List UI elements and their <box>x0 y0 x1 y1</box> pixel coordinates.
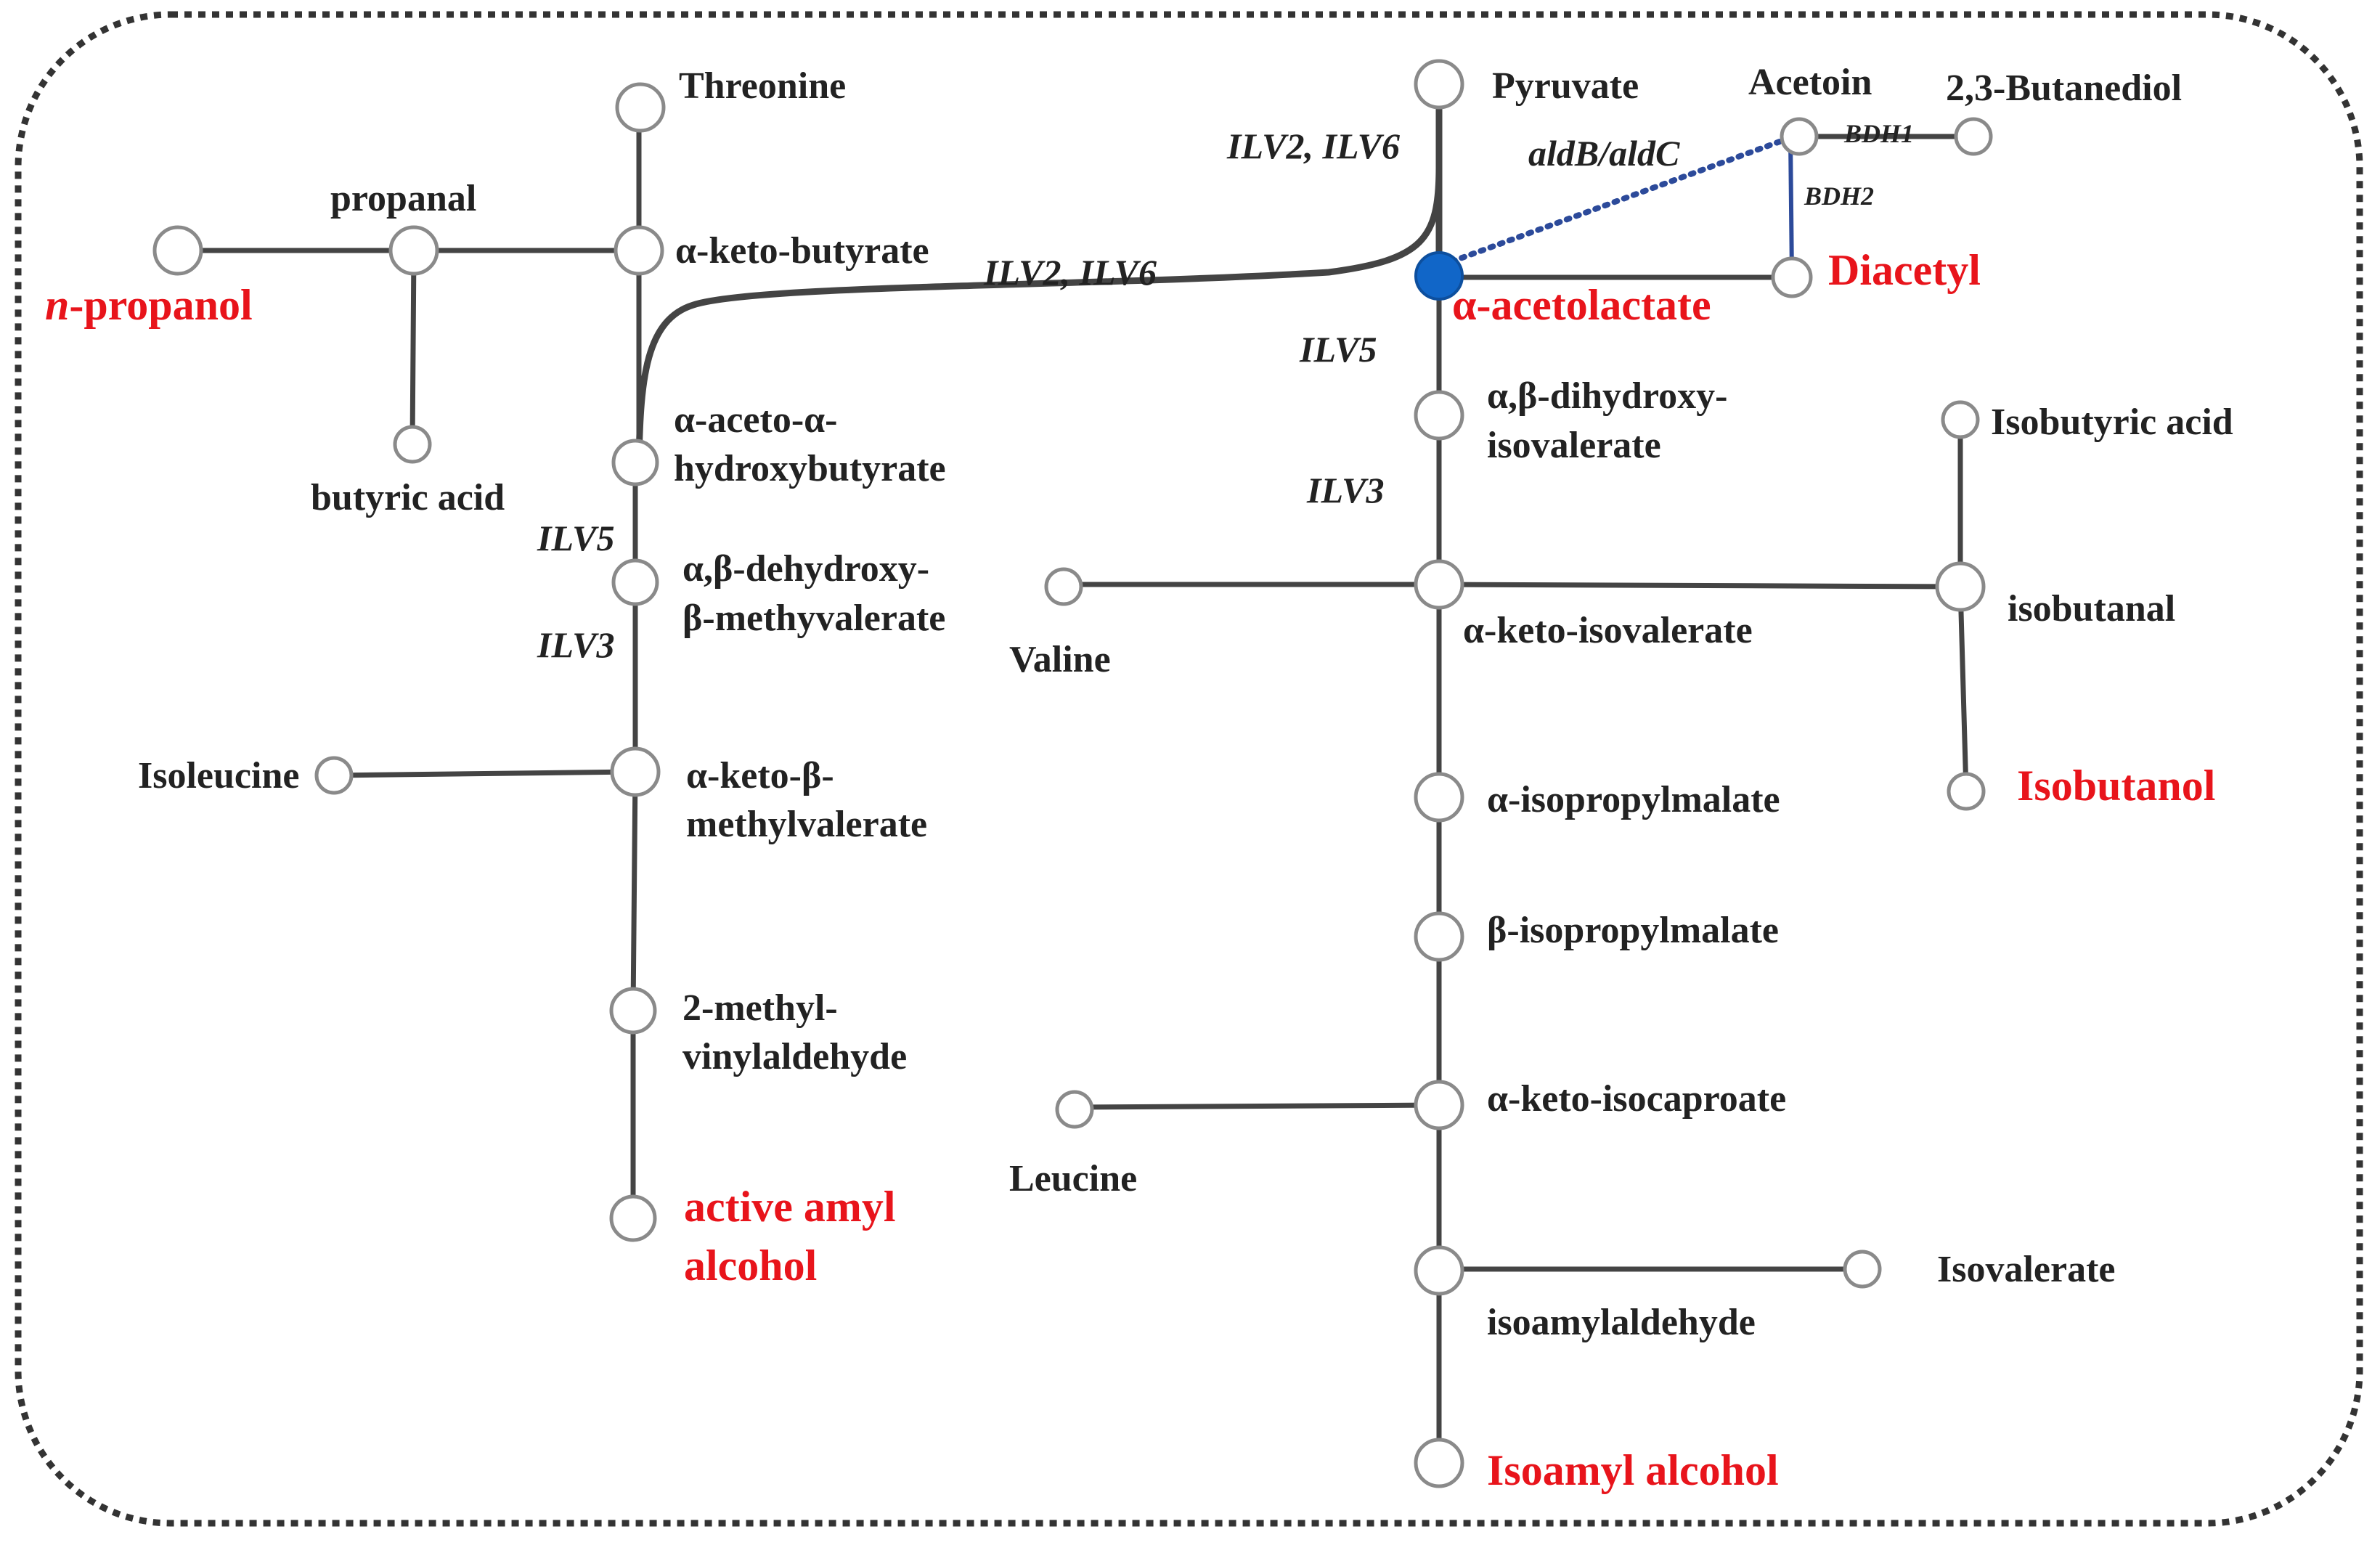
node-isovalerate <box>1843 1250 1882 1289</box>
enzyme-ald: aldB/aldC <box>1528 133 1680 174</box>
label-active-amyl-alcohol-2: alcohol <box>684 1242 817 1289</box>
label-isoamyl-alcohol: Isoamyl alcohol <box>1487 1446 1779 1494</box>
label-diacetyl: Diacetyl <box>1828 246 1981 294</box>
pathway-edges <box>175 82 1974 1466</box>
label-n-propanol-italic: n <box>45 281 69 329</box>
edge-pyruvate-aceto-hydroxybutyrate <box>635 82 1443 465</box>
node-isoamyl-alcohol <box>1414 1438 1464 1488</box>
label-pyruvate: Pyruvate <box>1492 65 1639 107</box>
node-diacetyl <box>1771 256 1813 298</box>
node-butyric-acid <box>393 425 432 464</box>
label-n-propanol-rest: -propanol <box>69 281 252 329</box>
edge-acetolactate-acetoin-dotted <box>1449 135 1793 264</box>
label-butyric-acid: butyric acid <box>311 477 505 518</box>
node-threonine <box>615 82 666 133</box>
label-methyl-vinylaldehyde-1: 2-methyl- <box>682 987 838 1029</box>
node-methyl-vinylaldehyde <box>609 987 657 1035</box>
node-keto-isocaproate <box>1414 1080 1464 1130</box>
edge-leucine-keto-isocaproate <box>1072 1102 1442 1110</box>
label-isopropylmalate-a: α-isopropylmalate <box>1487 779 1780 820</box>
edge-diacetyl-acetoin-bdh2 <box>1788 137 1794 278</box>
node-propanal <box>388 225 439 276</box>
node-keto-isovalerate <box>1414 559 1464 610</box>
node-isopropylmalate-a <box>1414 772 1464 823</box>
label-keto-methylvalerate-1: α-keto-β- <box>686 755 834 796</box>
enzyme-ilv3-right: ILV3 <box>1306 470 1385 510</box>
label-dehydroxy-methyvalerate-1: α,β-dehydroxy- <box>682 548 929 590</box>
node-leucine <box>1055 1090 1094 1129</box>
label-propanal: propanal <box>330 178 476 219</box>
label-valine: Valine <box>1009 639 1111 680</box>
diagram-frame <box>15 11 2363 1527</box>
node-acetoin <box>1780 117 1819 156</box>
label-keto-isovalerate: α-keto-isovalerate <box>1463 610 1753 651</box>
node-keto-butyrate <box>614 225 664 276</box>
node-dehydroxy-methyvalerate <box>611 558 659 606</box>
enzyme-ilv5-right: ILV5 <box>1299 329 1377 370</box>
label-dihydroxy-isovalerate-2: isovalerate <box>1487 425 1661 466</box>
enzyme-bdh1: BDH1 <box>1843 119 1914 148</box>
node-n-propanol <box>152 225 203 276</box>
enzyme-ilv2-ilv6-curve: ILV2, ILV6 <box>983 252 1157 293</box>
enzyme-ilv5-left: ILV5 <box>537 518 615 558</box>
label-isobutyric-acid: Isobutyric acid <box>1991 402 2233 443</box>
label-methyl-vinylaldehyde-2: vinylaldehyde <box>682 1036 907 1077</box>
label-butanediol: 2,3-Butanediol <box>1946 68 2182 109</box>
node-isobutyric-acid <box>1941 400 1980 439</box>
node-acetolactate <box>1414 251 1464 301</box>
node-labels: Threonine propanal n-propanol α-keto-but… <box>45 62 2233 1494</box>
label-threonine: Threonine <box>679 65 846 107</box>
enzyme-bdh2: BDH2 <box>1804 182 1874 211</box>
label-keto-isocaproate: α-keto-isocaproate <box>1487 1078 1786 1120</box>
edge-isobutanal-isobutanol <box>1957 584 1969 794</box>
edge-propanal-butyric-acid <box>409 248 417 447</box>
node-aceto-hydroxybutyrate <box>611 439 659 486</box>
node-isopropylmalate-b <box>1414 911 1464 962</box>
node-keto-methylvalerate <box>610 746 661 797</box>
label-keto-butyrate: α-keto-butyrate <box>675 230 929 272</box>
edge-keto-isovalerate-isobutanal <box>1436 582 1963 590</box>
node-isobutanol <box>1947 772 1986 811</box>
node-isoamylaldehyde <box>1414 1245 1464 1296</box>
edge-isoleucine-keto-methylvalerate <box>331 769 638 778</box>
label-aceto-hydroxybutyrate-2: hydroxybutyrate <box>674 448 946 489</box>
label-dihydroxy-isovalerate-1: α,β-dihydroxy- <box>1487 375 1727 417</box>
edge-keto-methylvalerate-to-methyl-vinylaldehyde <box>630 769 638 1014</box>
label-n-propanol: n-propanol <box>45 281 253 329</box>
label-acetolactate: α-acetolactate <box>1452 281 1711 329</box>
label-isoleucine: Isoleucine <box>138 755 299 796</box>
enzyme-ilv3-left: ILV3 <box>537 624 615 665</box>
enzyme-ilv2-ilv6-top: ILV2, ILV6 <box>1226 126 1400 166</box>
pathway-nodes <box>152 59 1993 1488</box>
label-active-amyl-alcohol-1: active amyl <box>684 1183 896 1231</box>
label-isopropylmalate-b: β-isopropylmalate <box>1487 910 1779 951</box>
label-aceto-hydroxybutyrate-1: α-aceto-α- <box>674 399 837 441</box>
label-isobutanal: isobutanal <box>2008 588 2175 629</box>
node-isoleucine <box>314 756 354 795</box>
label-dehydroxy-methyvalerate-2: β-methyvalerate <box>682 598 945 639</box>
label-isoamylaldehyde: isoamylaldehyde <box>1487 1302 1756 1343</box>
node-pyruvate <box>1414 59 1464 110</box>
label-keto-methylvalerate-2: methylvalerate <box>686 804 927 845</box>
node-dihydroxy-isovalerate <box>1414 390 1464 441</box>
node-valine <box>1044 567 1083 606</box>
enzyme-labels: ILV2, ILV6 ILV2, ILV6 aldB/aldC BDH1 BDH… <box>537 119 1914 665</box>
label-isobutanol: Isobutanol <box>2017 762 2215 810</box>
node-isobutanal <box>1935 561 1986 612</box>
label-isovalerate: Isovalerate <box>1937 1249 2115 1290</box>
label-leucine: Leucine <box>1009 1158 1137 1199</box>
label-acetoin: Acetoin <box>1748 62 1872 103</box>
node-active-amyl-alcohol <box>609 1194 657 1242</box>
node-butanediol <box>1954 117 1993 156</box>
